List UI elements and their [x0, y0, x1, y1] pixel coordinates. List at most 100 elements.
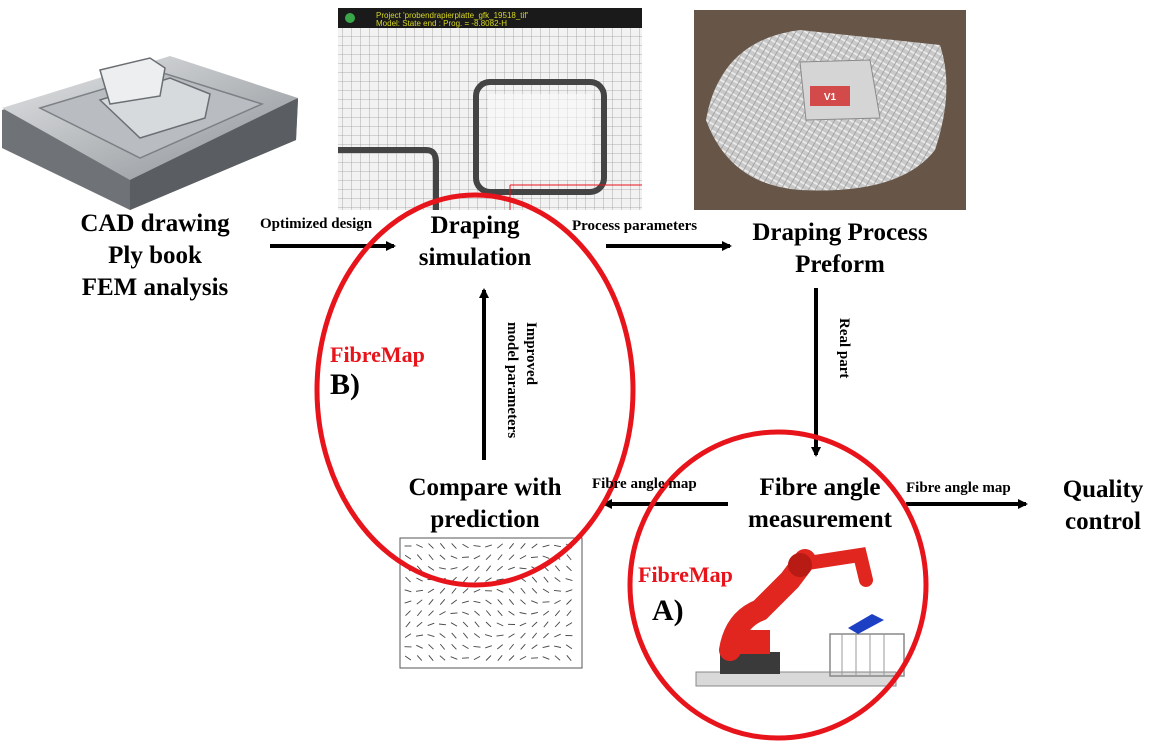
fibre-glyph: [519, 612, 527, 615]
fibre-glyph: [554, 600, 561, 604]
fibre-glyph: [439, 643, 446, 650]
fibre-glyph: [508, 543, 515, 549]
fibre-glyph: [496, 578, 504, 581]
fibre-glyph: [543, 576, 549, 583]
fibre-glyph: [542, 555, 550, 559]
fibre-glyph: [554, 610, 561, 617]
fibre-glyph: [520, 599, 526, 605]
edge-label-optimized-design: Optimized design: [260, 216, 373, 232]
fibre-glyph: [473, 633, 481, 639]
fibre-glyph: [416, 610, 423, 617]
fibre-glyph: [439, 611, 446, 616]
fibre-glyph: [497, 599, 503, 605]
fibre-glyph: [531, 543, 538, 549]
fibre-glyph: [531, 600, 538, 604]
fibre-glyph: [543, 621, 549, 628]
fibre-glyph: [404, 655, 412, 661]
fibre-glyph: [508, 566, 515, 571]
fibre-glyph: [473, 600, 481, 604]
fibre-glyph: [554, 655, 561, 661]
fibre-glyph: [451, 587, 457, 594]
fibre-glyph: [554, 544, 561, 548]
fibre-glyph: [462, 576, 469, 583]
fibre-glyph: [497, 543, 503, 549]
fibre-glyph: [554, 621, 561, 628]
fibre-glyph: [474, 576, 480, 583]
fibre-glyph: [438, 623, 447, 626]
fibre-glyph: [508, 643, 515, 650]
fibre-glyph: [404, 589, 412, 593]
fibre-glyph: [485, 621, 492, 628]
fibre-glyph: [519, 656, 527, 660]
node-draping-process-line1: Draping Process: [752, 219, 928, 246]
fibre-glyph: [565, 589, 573, 593]
node-fibre-measure-line1: Fibre angle: [759, 474, 881, 501]
edge-label-real-part: Real part: [836, 318, 852, 379]
node-compare-line1: Compare with: [408, 474, 562, 501]
fibre-glyph: [405, 610, 411, 617]
region-a-letter: A): [652, 594, 684, 627]
fibre-glyph: [427, 588, 435, 593]
fibre-glyph: [519, 555, 527, 560]
fibre-glyph: [427, 634, 435, 638]
fibre-glyph: [428, 610, 434, 617]
fibre-glyph: [405, 576, 411, 583]
fibre-glyph: [416, 644, 423, 649]
fibre-glyph: [473, 545, 481, 547]
fibre-glyph: [554, 565, 561, 572]
fibre-glyph: [508, 633, 515, 638]
fibre-glyph: [543, 632, 549, 639]
fibre-glyph: [462, 588, 469, 594]
fibre-glyph: [520, 632, 526, 639]
fibre-glyph: [531, 576, 538, 583]
preform-photo: V1: [694, 10, 966, 210]
fibre-glyph: [485, 565, 492, 572]
fibre-glyph: [565, 578, 573, 582]
fibre-glyph: [485, 599, 492, 605]
fibre-glyph: [520, 643, 526, 650]
region-b-letter: B): [330, 368, 360, 401]
fibre-glyph: [496, 634, 504, 637]
fibre-glyph: [530, 611, 539, 615]
fibre-glyph: [439, 543, 446, 549]
fibre-glyph: [531, 621, 538, 628]
fibre-glyph: [485, 554, 492, 561]
edge-label-process-parameters: Process parameters: [572, 218, 698, 234]
fibre-glyph: [462, 543, 469, 549]
fibre-glyph: [497, 655, 503, 661]
edge-label-fibre-map-left: Fibre angle map: [592, 476, 697, 492]
fibre-glyph: [427, 622, 435, 627]
fibre-glyph: [531, 644, 538, 650]
fibre-glyph: [508, 599, 515, 605]
fibre-glyph: [427, 566, 435, 571]
fibre-glyph: [462, 632, 469, 639]
fibre-glyph: [416, 565, 423, 572]
fibre-glyph: [439, 567, 446, 570]
fibre-glyph: [565, 622, 573, 627]
fibre-glyph: [554, 645, 561, 648]
node-quality-line1: Quality: [1062, 476, 1144, 503]
fibre-glyph: [542, 645, 550, 649]
fibre-glyph: [508, 655, 515, 661]
fibre-glyph: [439, 655, 446, 661]
edge-label-improved-line2: model parameters: [504, 322, 520, 439]
edge-label-improved-line1: Improved: [523, 322, 539, 386]
node-quality: Quality control: [1040, 474, 1166, 538]
fibre-glyph: [473, 555, 481, 560]
fibre-glyph: [531, 587, 538, 594]
fibre-glyph: [404, 633, 412, 638]
fibre-glyph: [462, 566, 469, 571]
fibre-glyph: [428, 599, 434, 605]
fibre-glyph: [415, 589, 424, 592]
cad-plate-image: [2, 56, 298, 210]
node-draping-sim-line1: Draping: [430, 212, 520, 239]
region-b-brand: FibreMap: [330, 342, 425, 367]
node-cad-line2: Ply book: [108, 242, 202, 269]
fibre-glyph: [450, 656, 458, 660]
fibre-glyph: [404, 600, 412, 604]
simulation-screenshot: Project 'probendrapierplatte_gfk_19518_t…: [338, 8, 642, 210]
preform-label: V1: [824, 92, 837, 103]
fibre-glyph: [520, 587, 526, 594]
node-compare: Compare with prediction: [395, 472, 575, 536]
fibre-glyph: [554, 577, 561, 583]
